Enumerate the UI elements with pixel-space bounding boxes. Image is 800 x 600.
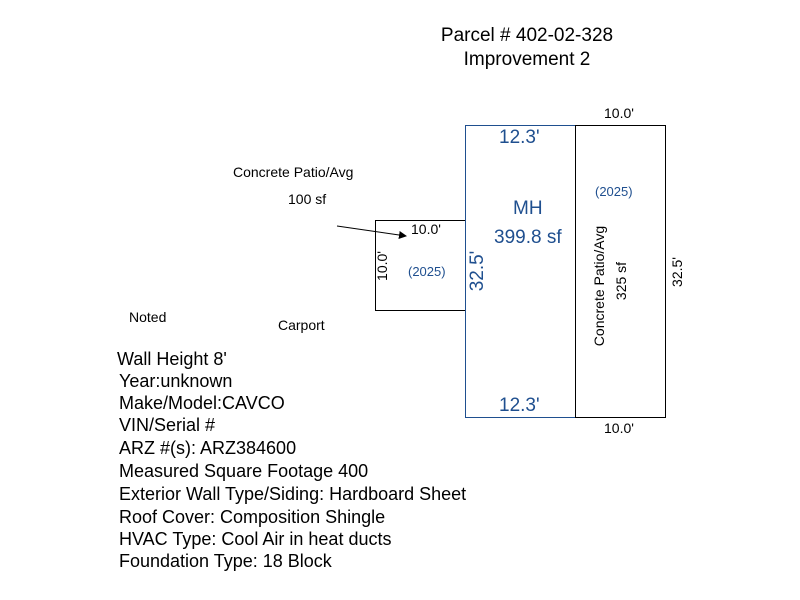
right-patio-side-dimension: 32.5' bbox=[669, 257, 685, 287]
left-patio-area: 100 sf bbox=[288, 191, 327, 207]
left-patio-name: Concrete Patio/Avg bbox=[233, 164, 354, 180]
right-patio-area: 325 sf bbox=[613, 261, 629, 301]
noted-label: Noted bbox=[129, 309, 167, 325]
improvement-label: Improvement 2 bbox=[463, 49, 591, 70]
mh-top-dimension: 12.3' bbox=[499, 127, 540, 148]
mh-side-dimension: 32.5' bbox=[467, 250, 488, 292]
info-line: Year:unknown bbox=[119, 371, 233, 391]
right-patio-bottom-dimension: 10.0' bbox=[604, 420, 634, 436]
carport-label: Carport bbox=[278, 317, 325, 333]
parcel-number: Parcel # 402-02-328 bbox=[440, 25, 614, 46]
info-line: Roof Cover: Composition Shingle bbox=[119, 507, 386, 527]
info-line: Foundation Type: 18 Block bbox=[119, 551, 332, 571]
right-patio-year: (2025) bbox=[595, 184, 633, 199]
info-line: Exterior Wall Type/Siding: Hardboard She… bbox=[119, 484, 467, 504]
left-patio-year: (2025) bbox=[408, 264, 446, 279]
mh-area: 399.8 sf bbox=[494, 227, 562, 248]
left-patio-side-dimension: 10.0' bbox=[374, 251, 390, 281]
info-line: Measured Square Footage 400 bbox=[119, 461, 369, 481]
mh-name: MH bbox=[513, 198, 543, 219]
left-patio-top-dimension: 10.0' bbox=[411, 221, 441, 237]
right-patio-outline bbox=[575, 125, 666, 418]
info-line: HVAC Type: Cool Air in heat ducts bbox=[119, 529, 392, 549]
patio-pointer-arrow bbox=[336, 225, 407, 239]
mh-bottom-dimension: 12.3' bbox=[499, 395, 540, 416]
info-line: Wall Height 8' bbox=[117, 349, 227, 369]
right-patio-top-dimension: 10.0' bbox=[604, 105, 634, 121]
info-line: ARZ #(s): ARZ384600 bbox=[119, 438, 297, 458]
info-line: Make/Model:CAVCO bbox=[119, 393, 285, 413]
info-line: VIN/Serial # bbox=[119, 415, 216, 435]
right-patio-name: Concrete Patio/Avg bbox=[591, 225, 607, 347]
